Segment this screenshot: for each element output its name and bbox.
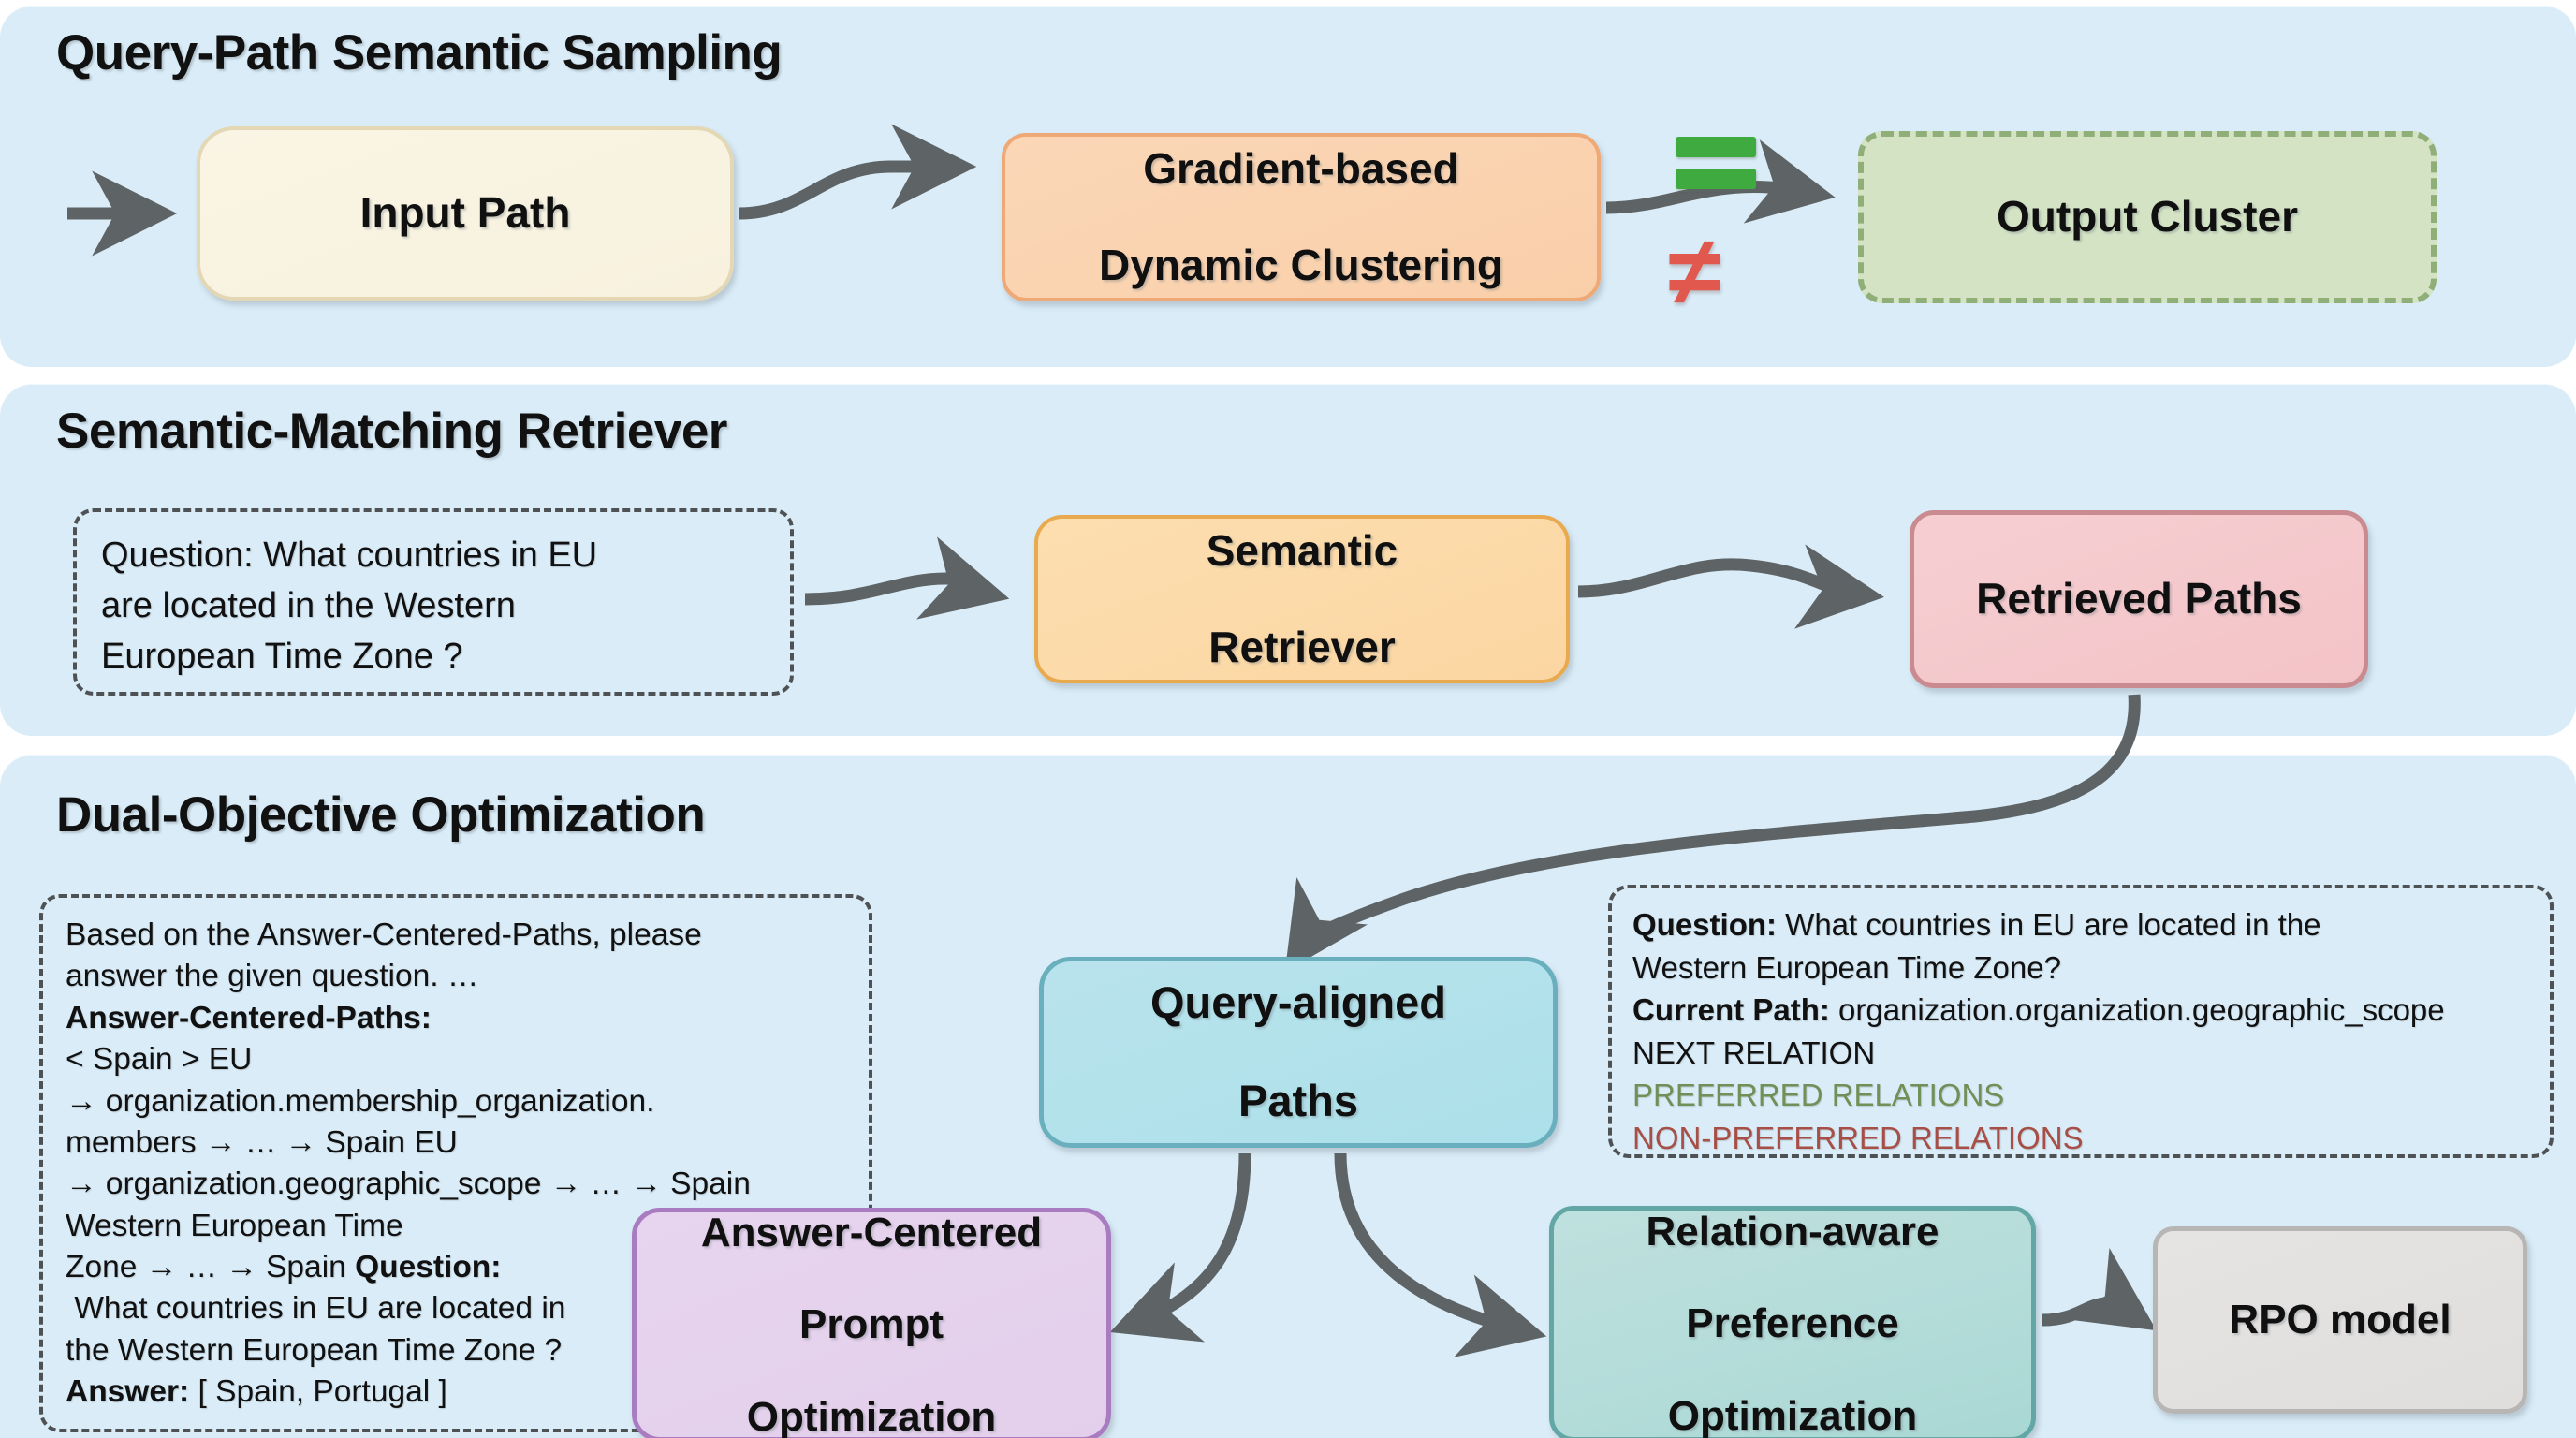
not-equals-icon: ≠ bbox=[1668, 217, 1722, 326]
question-box: Question: What countries in EU are locat… bbox=[73, 508, 794, 696]
relbox-next-relation: NEXT RELATION bbox=[1632, 1034, 1876, 1070]
answer-centered-prompt-box: Based on the Answer-Centered-Paths, plea… bbox=[39, 894, 872, 1432]
prompt-line-12a-heading: Answer: bbox=[66, 1374, 190, 1410]
relbox-question-line2: Western European Time Zone? bbox=[1632, 949, 2061, 985]
relation-preference-box: Question: What countries in EU are locat… bbox=[1608, 885, 2554, 1158]
node-gradient-clustering-line1: Gradient-based bbox=[1143, 143, 1459, 193]
node-rapo-line3: Optimization bbox=[1667, 1392, 1918, 1438]
node-gradient-dynamic-clustering[interactable]: Gradient-based Dynamic Clustering bbox=[1002, 133, 1601, 301]
node-relation-aware-preference-optimization[interactable]: Relation-aware Preference Optimization bbox=[1549, 1206, 2036, 1438]
prompt-line-5: → organization.membership_organization. bbox=[66, 1083, 655, 1119]
node-rapo-label: Relation-aware Preference Optimization bbox=[1554, 1209, 2031, 1438]
node-output-cluster-label: Output Cluster bbox=[1997, 192, 2298, 242]
node-rpo-model-label: RPO model bbox=[2229, 1297, 2452, 1343]
question-line-2: are located in the Western bbox=[101, 585, 516, 625]
equals-icon bbox=[1676, 137, 1756, 189]
node-query-aligned-line2: Paths bbox=[1238, 1076, 1358, 1126]
prompt-line-9b-heading: Question: bbox=[355, 1250, 502, 1284]
node-semantic-retriever-line1: Semantic bbox=[1206, 525, 1398, 575]
prompt-line-10: What countries in EU are located in bbox=[66, 1291, 566, 1327]
node-answer-centered-prompt-optimization[interactable]: Answer-Centered Prompt Optimization bbox=[632, 1208, 1111, 1438]
node-semantic-retriever-line2: Retriever bbox=[1208, 622, 1396, 671]
relbox-current-path-heading: Current Path: bbox=[1632, 992, 1830, 1028]
node-rpo-model[interactable]: RPO model bbox=[2153, 1226, 2527, 1414]
node-retrieved-paths-label: Retrieved Paths bbox=[1976, 574, 2302, 624]
relbox-question-text: What countries in EU are located in the bbox=[1777, 907, 2321, 942]
prompt-line-7: → organization.geographic_scope → … → Sp… bbox=[66, 1167, 751, 1202]
prompt-line-1: Based on the Answer-Centered-Paths, plea… bbox=[66, 917, 702, 952]
node-rapo-line1: Relation-aware bbox=[1646, 1208, 1939, 1255]
node-query-aligned-paths[interactable]: Query-aligned Paths bbox=[1039, 957, 1558, 1148]
node-acpo-line1: Answer-Centered bbox=[700, 1209, 1043, 1255]
question-line-1: Question: What countries in EU bbox=[101, 536, 598, 575]
panel-title-1: Query-Path Semantic Sampling bbox=[56, 25, 783, 81]
relbox-preferred-relations: PREFERRED RELATIONS bbox=[1632, 1078, 2005, 1113]
node-semantic-retriever-label: Semantic Retriever bbox=[1038, 525, 1566, 672]
node-semantic-retriever[interactable]: Semantic Retriever bbox=[1034, 515, 1570, 683]
node-gradient-clustering-label: Gradient-based Dynamic Clustering bbox=[1005, 143, 1597, 290]
node-retrieved-paths[interactable]: Retrieved Paths bbox=[1910, 510, 2368, 688]
prompt-line-3-heading: Answer-Centered-Paths: bbox=[66, 1000, 432, 1035]
question-line-3: European Time Zone ? bbox=[101, 636, 463, 676]
node-acpo-line2: Prompt bbox=[799, 1301, 944, 1348]
prompt-line-11: the Western European Time Zone ? bbox=[66, 1332, 563, 1368]
node-query-aligned-paths-label: Query-aligned Paths bbox=[1044, 977, 1553, 1126]
node-input-path[interactable]: Input Path bbox=[197, 126, 734, 301]
prompt-line-6: members → … → Spain EU bbox=[66, 1124, 458, 1160]
node-acpo-label: Answer-Centered Prompt Optimization bbox=[637, 1210, 1106, 1438]
relbox-current-path-value: organization.organization.geographic_sco… bbox=[1829, 992, 2445, 1028]
prompt-line-9a: Zone → … → Spain bbox=[66, 1250, 356, 1284]
relbox-non-preferred-relations: NON-PREFERRED RELATIONS bbox=[1632, 1120, 2084, 1155]
relbox-question-heading: Question: bbox=[1632, 907, 1777, 942]
node-rapo-line2: Preference bbox=[1686, 1300, 1899, 1347]
panel-title-2: Semantic-Matching Retriever bbox=[56, 404, 727, 459]
node-gradient-clustering-line2: Dynamic Clustering bbox=[1099, 240, 1503, 289]
node-query-aligned-line1: Query-aligned bbox=[1149, 977, 1446, 1028]
node-output-cluster[interactable]: Output Cluster bbox=[1858, 131, 2437, 303]
node-acpo-line3: Optimization bbox=[746, 1393, 997, 1438]
panel-title-3: Dual-Objective Optimization bbox=[56, 787, 706, 843]
node-input-path-label: Input Path bbox=[359, 188, 571, 238]
prompt-line-2: answer the given question. … bbox=[66, 959, 479, 994]
prompt-line-8: Western European Time bbox=[66, 1208, 403, 1243]
prompt-line-4: < Spain > EU bbox=[66, 1042, 253, 1078]
prompt-line-12b-answer: [ Spain, Portugal ] bbox=[189, 1374, 447, 1410]
